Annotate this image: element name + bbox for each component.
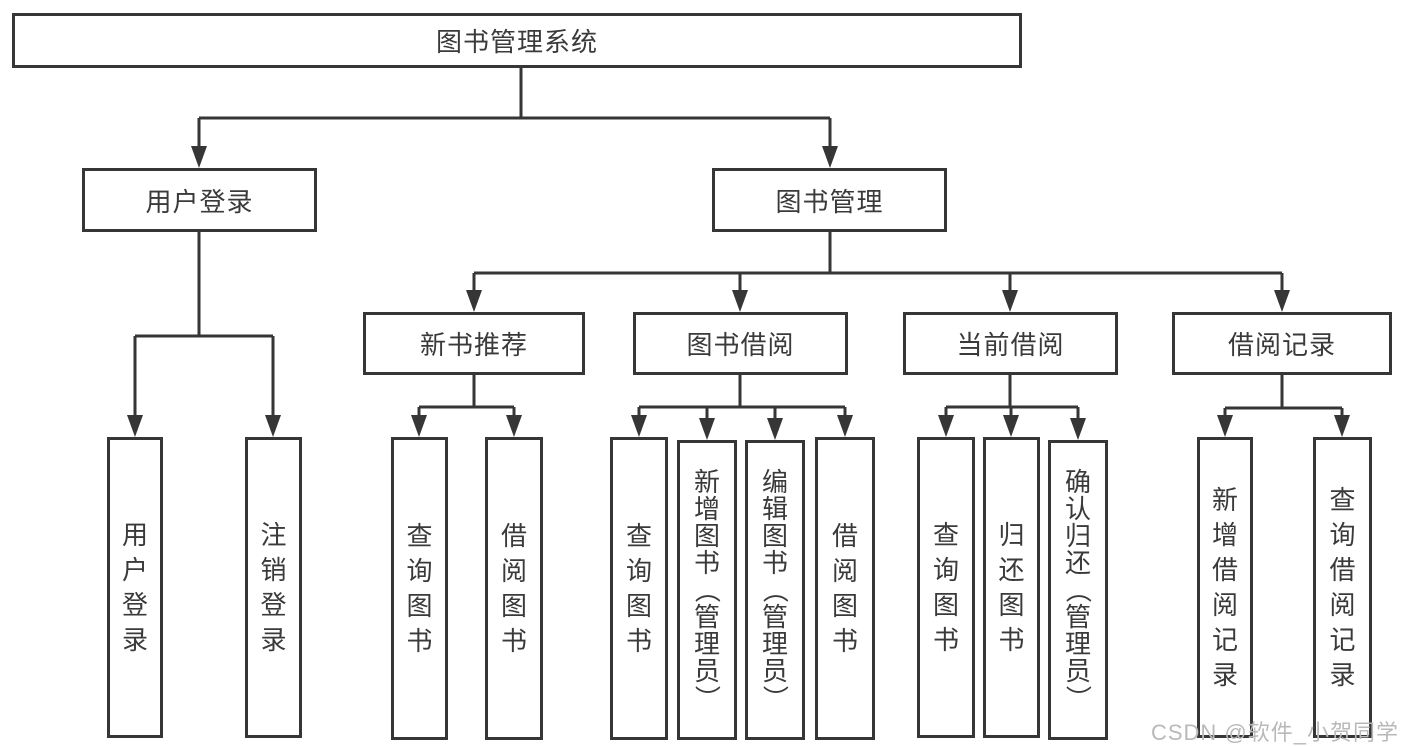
node-current-borrow-label: 当前借阅	[956, 330, 1065, 360]
node-book-management-branch-label: 图书管理	[775, 186, 884, 217]
node-new-book-recommend-label: 新书推荐	[419, 330, 528, 360]
node-book-borrow-label: 图书借阅	[686, 330, 795, 360]
leaf-user-login: 用户登录	[107, 437, 163, 738]
node-book-management-branch: 图书管理	[712, 168, 947, 232]
node-current-borrow: 当前借阅	[903, 312, 1118, 375]
node-user-login-branch-label: 用户登录	[145, 186, 254, 217]
node-borrow-record: 借阅记录	[1172, 312, 1392, 375]
leaf-rec-borrow-book: 借阅图书	[485, 437, 543, 740]
leaf-rec-query-book: 查询图书	[391, 437, 448, 740]
leaf-confirm-return-admin: 确认归还（管理员）	[1048, 440, 1108, 740]
csdn-watermark: CSDN @软件_小贺同学	[1150, 720, 1399, 745]
leaf-add-borrow-record: 新增借阅记录	[1197, 437, 1253, 738]
connector-lines	[133, 68, 1344, 420]
leaf-add-book-admin: 新增图书（管理员）	[677, 440, 737, 740]
leaf-query-borrow-record: 查询借阅记录	[1313, 437, 1372, 738]
leaf-logout: 注销登录	[245, 437, 302, 738]
leaf-borrow-query-book: 查询图书	[610, 437, 668, 740]
node-user-login-branch: 用户登录	[82, 168, 317, 232]
node-borrow-record-label: 借阅记录	[1227, 330, 1336, 360]
node-root-system: 图书管理系统	[12, 13, 1022, 68]
leaf-current-query-book: 查询图书	[917, 437, 975, 738]
node-new-book-recommend: 新书推荐	[363, 312, 585, 375]
node-root-system-label: 图书管理系统	[435, 27, 598, 57]
leaf-borrow-book: 借阅图书	[815, 437, 875, 740]
node-book-borrow: 图书借阅	[633, 312, 848, 375]
leaf-edit-book-admin: 编辑图书（管理员）	[745, 440, 805, 740]
arrowhead-icons	[127, 146, 1350, 440]
leaf-return-book: 归还图书	[983, 437, 1040, 738]
